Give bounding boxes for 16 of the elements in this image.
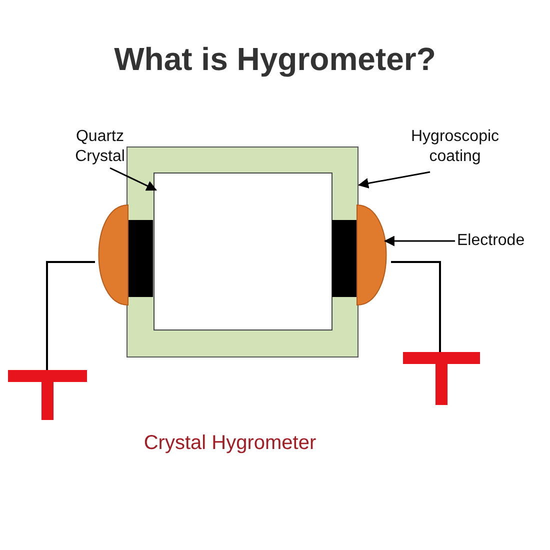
hygroscopic-coating [126, 146, 358, 358]
callout-label: Quartz Crystal [50, 127, 150, 167]
ground-symbol [8, 370, 87, 420]
callout-label: Electrode [457, 231, 547, 251]
leader-line [110, 167, 157, 191]
wire [46, 261, 95, 370]
electrode [98, 204, 128, 306]
leader-line [384, 236, 455, 246]
ground-symbol [403, 352, 480, 405]
caption: Crystal Hygrometer [142, 431, 318, 456]
callout-label: Hygroscopic coating [400, 127, 510, 167]
quartz-crystal [154, 172, 332, 330]
electrode [356, 204, 387, 306]
wire [391, 261, 441, 352]
title: What is Hygrometer? [113, 40, 437, 78]
leader-line [358, 171, 430, 188]
